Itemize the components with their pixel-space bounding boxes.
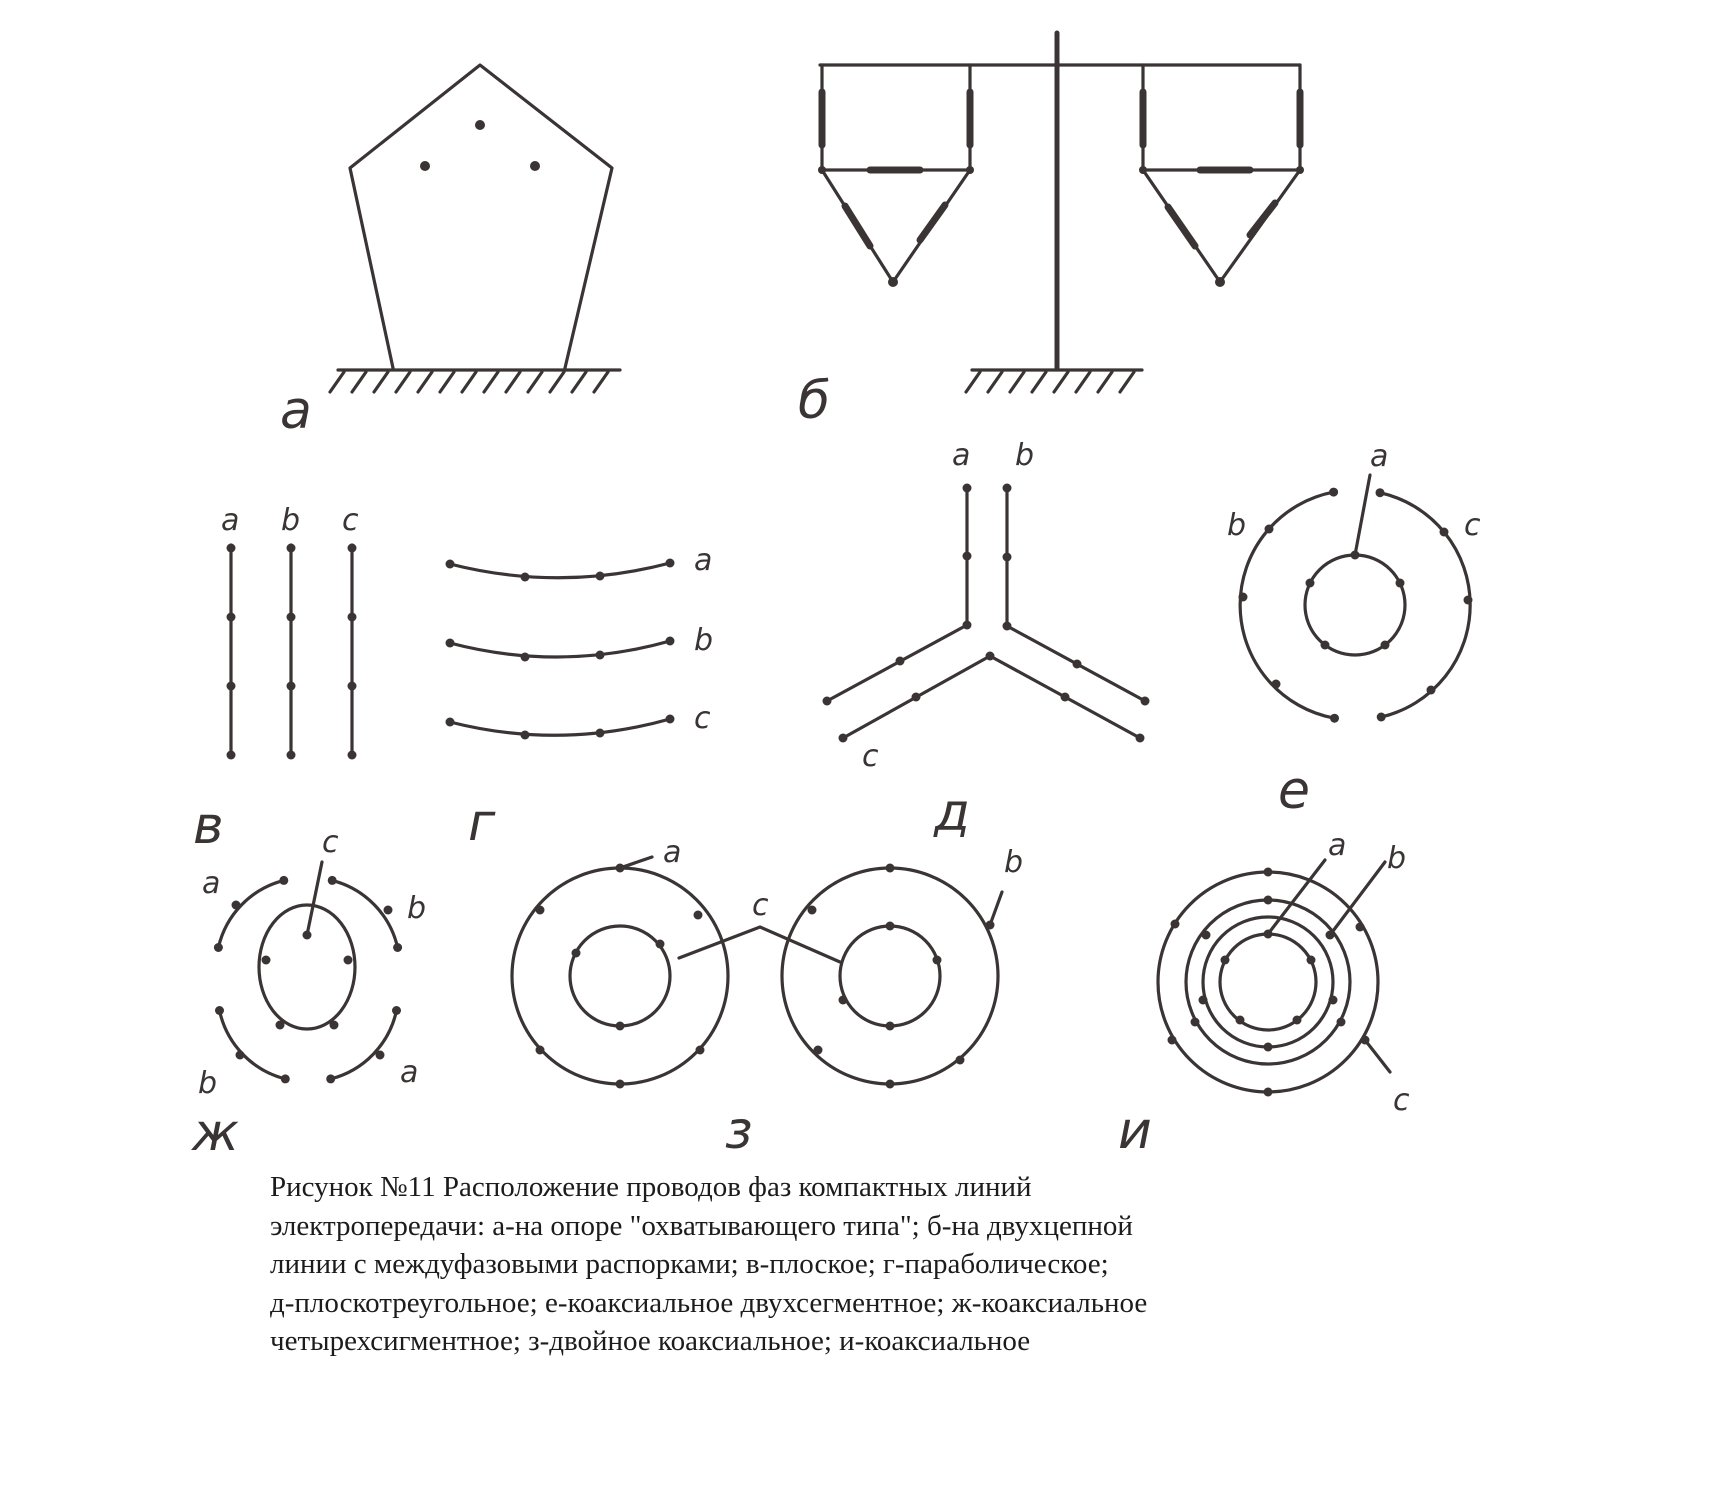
phase-label-a: a — [1328, 828, 1346, 863]
phase-label-a: a — [221, 503, 239, 538]
panel-g-parabolic: a b c г — [445, 543, 713, 853]
panel-a-enveloping-tower: а — [280, 63, 622, 441]
phase-label-c: c — [862, 739, 879, 774]
phase-label-b: b — [1004, 845, 1023, 880]
ground-hatch — [328, 368, 622, 394]
panel-letter-d: д — [933, 783, 970, 843]
phase-label-a: a — [952, 438, 970, 473]
panel-d-flat-triangular: a b c д — [822, 438, 1150, 843]
panel-b-double-circuit: б — [798, 30, 1304, 431]
phase-label-b: b — [1387, 841, 1406, 876]
phase-label-b: b — [281, 503, 300, 538]
insulator-spacers — [818, 88, 1304, 250]
phase-label-a: a — [1370, 439, 1388, 474]
phase-label-a: a — [663, 835, 681, 870]
phase-label-b: b — [407, 891, 426, 926]
phase-label-c: c — [1393, 1083, 1410, 1118]
caption-line: четырехсигментное; з-двойное коаксиально… — [270, 1325, 1031, 1357]
panel-letter-e: е — [1278, 761, 1310, 821]
panel-letter-b: б — [798, 371, 830, 431]
panel-i-coaxial: a b c и — [1118, 828, 1410, 1161]
phase-label-b: b — [1227, 508, 1246, 543]
caption-line: линии с междуфазовыми распорками; в-плос… — [270, 1248, 1109, 1280]
phase-label-c: c — [752, 888, 769, 923]
panel-zh-coaxial-four-segment: c a b b a ж — [191, 825, 426, 1163]
phase-label-c: c — [322, 825, 339, 860]
phase-label-c: c — [342, 503, 359, 538]
phase-label-c: c — [694, 701, 711, 736]
panel-e-coaxial-two-segment: a b c е — [1227, 439, 1481, 821]
panel-z-double-coaxial: a c b з — [510, 835, 1023, 1161]
panel-letter-z: з — [725, 1101, 753, 1161]
caption-line: Рисунок №11 Расположение проводов фаз ко… — [270, 1171, 1032, 1203]
phase-label-c: c — [1464, 508, 1481, 543]
ground-hatch — [964, 368, 1144, 394]
phase-label-b: b — [198, 1066, 217, 1101]
panel-letter-v: в — [193, 796, 224, 856]
figure-caption: Рисунок №11 Расположение проводов фаз ко… — [270, 1168, 1420, 1361]
panel-letter-a: а — [280, 381, 312, 441]
phase-label-a: a — [400, 1055, 418, 1090]
phase-label-b: b — [1015, 438, 1034, 473]
phase-label-b: b — [694, 623, 713, 658]
caption-line: д-плоскотреугольное; е-коаксиальное двух… — [270, 1286, 1148, 1319]
panel-v-flat: a b c в — [193, 503, 359, 856]
panel-letter-i: и — [1118, 1101, 1152, 1161]
caption-line: электропередачи: а-на опоре "охватывающе… — [270, 1209, 1133, 1242]
phase-label-a: a — [694, 543, 712, 578]
phase-label-a: a — [202, 866, 220, 901]
panel-letter-zh: ж — [191, 1103, 239, 1163]
panel-letter-g: г — [468, 793, 496, 853]
